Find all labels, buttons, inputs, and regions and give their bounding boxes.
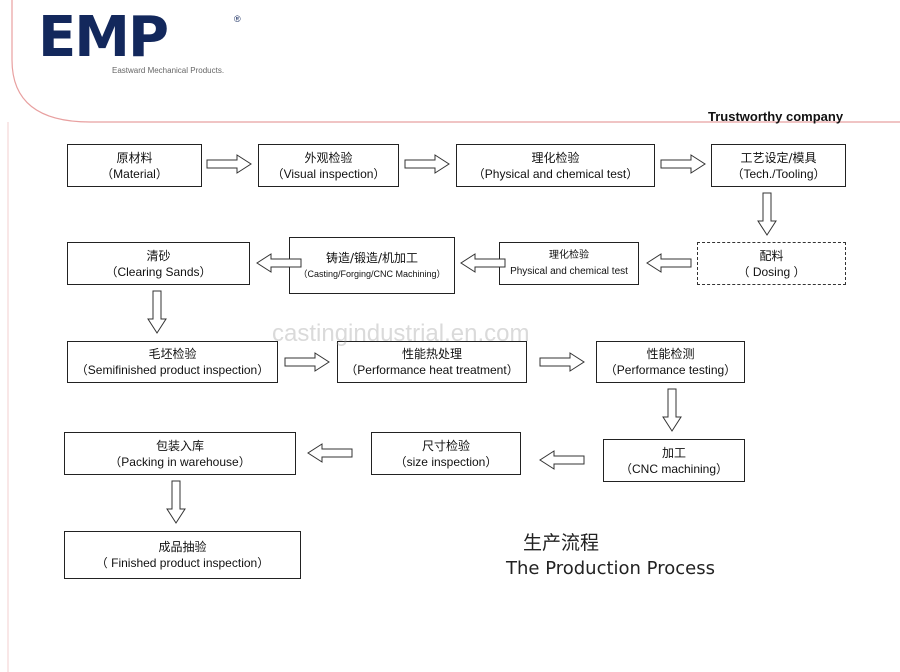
arrow-left-icon: [646, 253, 692, 273]
arrow-down-icon: [757, 192, 777, 236]
step-clearing-sands: 清砂 （Clearing Sands）: [67, 242, 250, 285]
logo-wordmark: EMP: [38, 5, 169, 70]
step-label-en: （Packing in warehouse）: [109, 454, 251, 469]
step-label-zh: 成品抽验: [158, 540, 207, 554]
arrow-right-icon: [539, 352, 585, 372]
step-label-en: （Visual inspection）: [271, 166, 386, 181]
arrow-left-icon: [256, 253, 302, 273]
step-tech-tooling: 工艺设定/模具 （Tech./Tooling）: [711, 144, 846, 187]
arrow-left-icon: [307, 443, 353, 463]
step-label-zh: 毛坯检验: [148, 347, 197, 361]
step-label-en: （Semifinished product inspection）: [75, 363, 270, 377]
step-semifinished-inspection: 毛坯检验 （Semifinished product inspection）: [67, 341, 278, 383]
step-material: 原材料 （Material）: [67, 144, 202, 187]
tagline: Trustworthy company: [708, 109, 844, 124]
step-label-en: （CNC machining）: [619, 461, 729, 476]
step-performance-heat-treatment: 性能热处理 （Performance heat treatment）: [337, 341, 527, 383]
step-casting-forging-cnc: 铸造/锻造/机加工 （Casting/Forging/CNC Machining…: [289, 237, 455, 294]
step-cnc-machining: 加工 （CNC machining）: [603, 439, 745, 482]
step-label-en: （Tech./Tooling）: [731, 166, 826, 181]
caption-english: The Production Process: [506, 558, 715, 579]
step-label-zh: 性能检测: [646, 347, 695, 361]
step-label-zh: 工艺设定/模具: [740, 150, 817, 165]
step-label-zh: 外观检验: [304, 150, 353, 165]
step-label-zh: 理化检验: [531, 150, 580, 165]
step-visual-inspection: 外观检验 （Visual inspection）: [258, 144, 399, 187]
emp-logo: EMP ® Eastward Mechanical Products.: [38, 5, 248, 76]
step-physical-chemical-test-2: 理化检验 Physical and chemical test: [499, 242, 639, 285]
step-label-zh: 配料: [759, 248, 784, 263]
step-label-zh: 包装入库: [155, 438, 204, 453]
logo-subtitle: Eastward Mechanical Products.: [112, 66, 225, 75]
step-label-en: （Casting/Forging/CNC Machining）: [298, 268, 446, 279]
arrow-down-icon: [147, 290, 167, 334]
arrow-right-icon: [206, 154, 252, 174]
step-dosing: 配料 （ Dosing ）: [697, 242, 846, 285]
step-packing-in-warehouse: 包装入库 （Packing in warehouse）: [64, 432, 296, 475]
step-label-en: （ Dosing ）: [737, 264, 806, 279]
arrow-right-icon: [404, 154, 450, 174]
watermark: castingindustrial.en.com: [272, 320, 530, 347]
step-label-en: （Clearing Sands）: [105, 264, 212, 279]
step-size-inspection: 尺寸检验 （size inspection）: [371, 432, 521, 475]
step-label-en: （ Finished product inspection）: [95, 556, 270, 570]
caption-chinese: 生产流程: [523, 532, 600, 554]
registered-mark: ®: [234, 14, 241, 24]
arrow-right-icon: [284, 352, 330, 372]
arrow-right-icon: [660, 154, 706, 174]
step-label-en: （Performance heat treatment）: [345, 363, 519, 377]
arrow-left-icon: [539, 450, 585, 470]
arrow-left-icon: [460, 253, 506, 273]
step-label-zh: 加工: [661, 445, 686, 460]
step-label-en: （Performance testing）: [604, 363, 737, 377]
step-label-en: （size inspection）: [394, 454, 498, 469]
step-label-zh: 原材料: [116, 150, 153, 165]
step-physical-chemical-test: 理化检验 （Physical and chemical test）: [456, 144, 655, 187]
step-performance-testing: 性能检测 （Performance testing）: [596, 341, 745, 383]
arrow-down-icon: [662, 388, 682, 432]
step-label-zh: 铸造/锻造/机加工: [325, 250, 419, 265]
step-label-en: Physical and chemical test: [510, 265, 628, 277]
step-label-en: （Physical and chemical test）: [472, 166, 639, 181]
step-label-zh: 性能热处理: [401, 347, 462, 361]
step-label-zh: 尺寸检验: [421, 438, 470, 453]
step-label-zh: 清砂: [146, 248, 171, 263]
step-label-zh: 理化检验: [549, 249, 589, 261]
step-finished-product-inspection: 成品抽验 （ Finished product inspection）: [64, 531, 301, 579]
step-label-en: （Material）: [101, 166, 168, 181]
arrow-down-icon: [166, 480, 186, 524]
